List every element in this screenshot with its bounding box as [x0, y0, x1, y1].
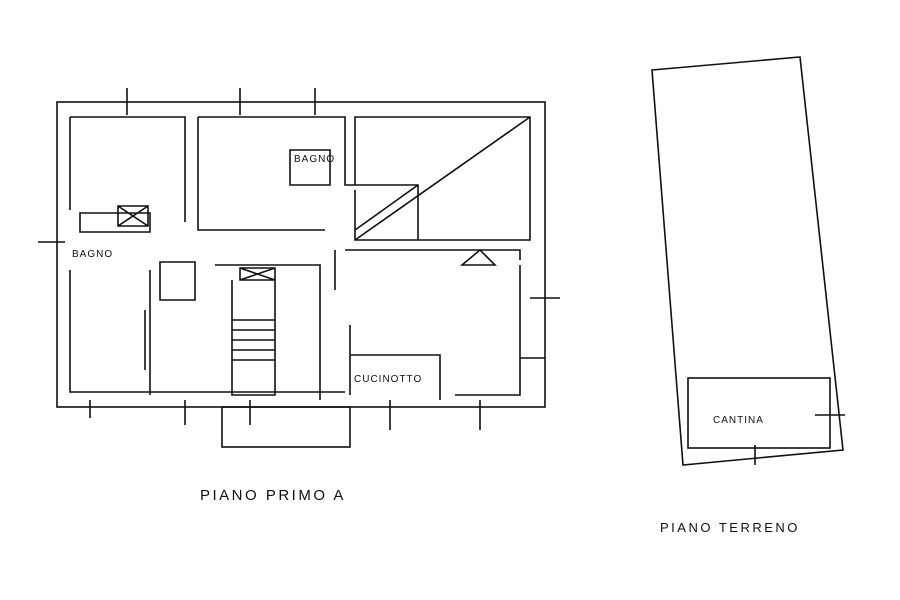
void-diagonals	[354, 116, 531, 241]
first-floor-title: PIANO PRIMO A	[200, 487, 346, 504]
stair-landing	[355, 184, 419, 240]
room-label-bagno-left: BAGNO	[72, 249, 113, 260]
first-floor-plan: BAGNO BAGNO CUCINOTTO PIANO PRIMO A	[38, 88, 560, 504]
room-label-cucinotto: CUCINOTTO	[354, 374, 422, 385]
cantina-room	[687, 377, 831, 449]
ground-outer-wall	[651, 56, 844, 466]
inner-walls-left	[69, 117, 345, 393]
stair-treads	[232, 319, 275, 361]
ground-floor-plan: CANTINA PIANO TERRENO	[651, 56, 845, 535]
inner-walls-top	[70, 116, 531, 241]
outer-wall	[56, 101, 546, 408]
ground-window-ticks	[754, 414, 845, 465]
ground-floor-title: PIANO TERRENO	[660, 520, 800, 535]
window-ticks	[38, 88, 560, 430]
kitchen-walls	[334, 249, 521, 400]
main-stair	[215, 264, 321, 400]
spiral-stair	[144, 261, 196, 395]
room-label-cantina: CANTINA	[713, 415, 764, 426]
chimney	[459, 248, 497, 266]
bagno-top	[197, 117, 331, 231]
room-label-bagno-top: BAGNO	[294, 154, 335, 165]
bagno-left	[79, 205, 151, 233]
balcony	[221, 406, 351, 448]
